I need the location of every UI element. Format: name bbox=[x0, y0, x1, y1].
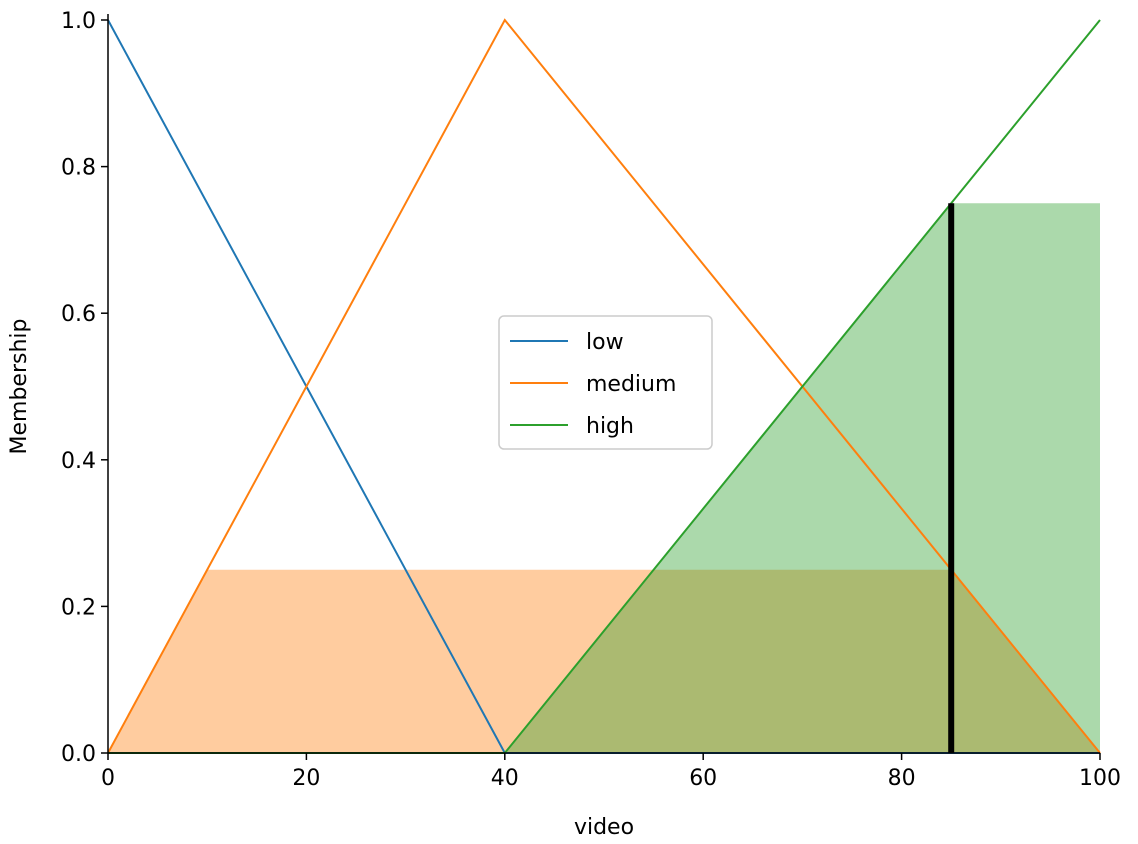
y-axis-label: Membership bbox=[7, 319, 32, 455]
legend-box bbox=[498, 315, 713, 450]
legend-label-medium: medium bbox=[586, 372, 676, 397]
x-tick-label: 100 bbox=[1079, 766, 1121, 791]
x-tick-label: 80 bbox=[888, 766, 916, 791]
y-tick-label: 0.8 bbox=[61, 156, 96, 181]
axes bbox=[107, 14, 1100, 754]
y-tick-label: 0.6 bbox=[61, 302, 96, 327]
legend-label-low: low bbox=[586, 330, 624, 355]
y-tick-label: 0.0 bbox=[61, 742, 96, 767]
activation-fill-high bbox=[108, 203, 1100, 753]
y-tick-label: 1.0 bbox=[61, 9, 96, 34]
x-tick-label: 60 bbox=[689, 766, 717, 791]
x-tick-label: 0 bbox=[101, 766, 115, 791]
y-tick-label: 0.2 bbox=[61, 595, 96, 620]
x-axis-label: video bbox=[574, 815, 634, 840]
legend-label-high: high bbox=[586, 414, 634, 439]
x-tick-label: 40 bbox=[491, 766, 519, 791]
y-tick-label: 0.4 bbox=[61, 449, 96, 474]
x-ticks: 0 20 40 60 80 100 bbox=[101, 753, 1121, 791]
series-line-medium bbox=[107, 18, 1101, 754]
activation-fill-medium bbox=[108, 569, 1100, 753]
y-ticks: 0.0 0.2 0.4 0.6 0.8 1.0 bbox=[61, 9, 108, 767]
legend: low medium high bbox=[498, 315, 713, 450]
activation-fills bbox=[108, 203, 1100, 753]
x-tick-label: 20 bbox=[292, 766, 320, 791]
